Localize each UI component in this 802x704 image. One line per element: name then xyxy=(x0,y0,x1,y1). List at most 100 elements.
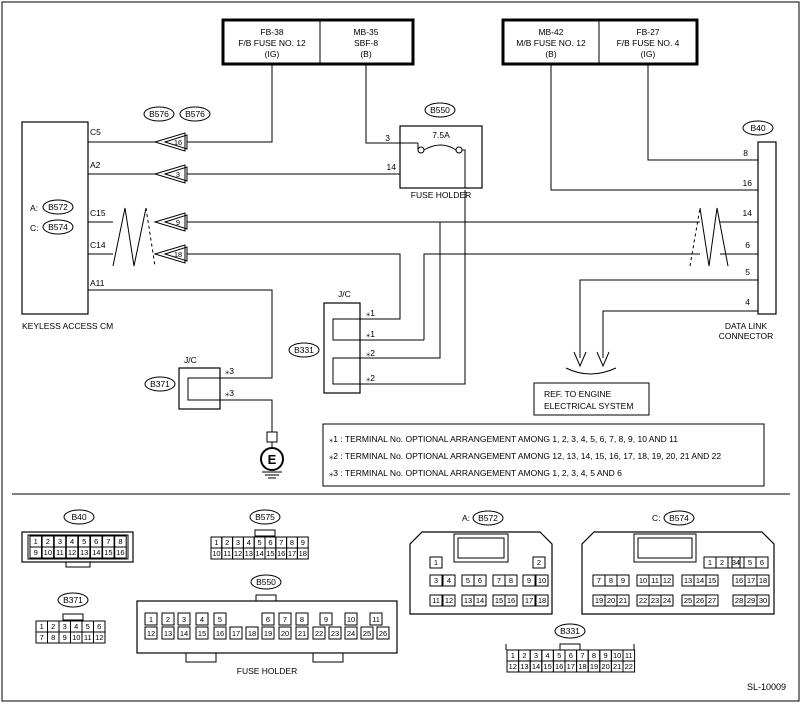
pin-c15: C15 xyxy=(90,208,106,218)
b550-cell xyxy=(295,626,309,640)
keyless-access-cm: KEYLESS ACCESS CM A: B572 C: B574 C5 A2 … xyxy=(21,121,113,331)
fuse-left-cell1-l1: FB-38 xyxy=(260,27,283,37)
b572-cell xyxy=(442,594,456,607)
fuse-box-right: MB-42 M/B FUSE NO. 12 (B) FB-27 F/B FUSE… xyxy=(501,18,699,66)
b331-pin-label: 7 xyxy=(580,651,584,660)
b371-pin-label: 8 xyxy=(51,633,55,642)
fuse-holder-tag: B550 xyxy=(430,105,450,115)
b575-pin-label: 11 xyxy=(223,549,231,558)
dlc-pin-5: 5 xyxy=(745,267,750,277)
b574-pin-label: 26 xyxy=(696,596,704,605)
b40-cell xyxy=(90,546,103,559)
b574-pin-label: 6 xyxy=(760,558,764,567)
b40-pin-label: 16 xyxy=(116,548,124,557)
b371-pin-label: 2 xyxy=(51,622,55,631)
b575-pin-label: 7 xyxy=(279,538,283,547)
ground-symbol: E xyxy=(260,431,284,479)
jc-low-label: J/C xyxy=(184,355,197,365)
b550-cell xyxy=(144,626,158,640)
b550-pin-label: 19 xyxy=(264,629,272,638)
b550-pin-label: 15 xyxy=(198,629,206,638)
b574-cell xyxy=(705,574,719,587)
jc-mid-tag: B331 xyxy=(294,345,314,355)
b331-pin-label: 11 xyxy=(625,651,633,660)
fuse-holder-label: FUSE HOLDER xyxy=(411,190,471,200)
b371-pin-label: 4 xyxy=(74,622,78,631)
b572-pin-label: 10 xyxy=(538,576,546,585)
b574-pin-label: 14 xyxy=(696,576,704,585)
b331-pin-label: 12 xyxy=(509,662,517,671)
dlc-pin-4: 4 xyxy=(745,297,750,307)
b40-pin-label: 9 xyxy=(34,548,38,557)
b574-pin-label: 10 xyxy=(639,576,647,585)
b371-pin-label: 7 xyxy=(40,633,44,642)
b550-cell xyxy=(312,626,326,640)
joint-connector-b331: J/C ⁎1 ⁎1 ⁎2 ⁎2 B331 xyxy=(288,289,375,394)
b572-cell xyxy=(522,574,536,587)
b574-pin-label: 3 xyxy=(732,558,736,567)
b550-pin-label: 16 xyxy=(216,629,224,638)
b574-pin-label: 17 xyxy=(747,576,755,585)
fuse-box-left: FB-38 F/B FUSE NO. 12 (IG) MB-35 SBF-8 (… xyxy=(221,18,415,66)
jc-mid-pin-1b: ⁎1 xyxy=(366,329,375,339)
b40-cell xyxy=(102,546,115,559)
b574-pin-label: 19 xyxy=(595,596,603,605)
b574-prefix: C: xyxy=(652,513,661,523)
note-2: ⁎2 : TERMINAL No. OPTIONAL ARRANGEMENT A… xyxy=(329,451,721,461)
b575-pin-label: 5 xyxy=(258,538,262,547)
dlc-label-2: CONNECTOR xyxy=(719,331,774,341)
b40-pin-label: 4 xyxy=(70,537,74,546)
fuse-left-cell2-l2: SBF-8 xyxy=(354,38,378,48)
note-1: ⁎1 : TERMINAL No. OPTIONAL ARRANGEMENT A… xyxy=(329,434,678,444)
b371-cell xyxy=(93,631,106,644)
b550-pin-label: 10 xyxy=(347,615,355,624)
b40-pin-label: 14 xyxy=(92,548,100,557)
b550-cell xyxy=(245,626,259,640)
b40-pin-label: 5 xyxy=(82,537,86,546)
fuse-right-cell2-l1: FB-27 xyxy=(636,27,659,37)
b550-pin-label: 20 xyxy=(281,629,289,638)
b40-pin-label: 3 xyxy=(58,537,62,546)
b331-pin-label: 13 xyxy=(520,662,528,671)
b550-cell xyxy=(261,612,275,626)
b371-pin-label: 3 xyxy=(63,622,67,631)
b574-cell xyxy=(756,594,770,607)
b550-view-tag: B550 xyxy=(256,577,276,587)
b574-cell xyxy=(616,574,630,587)
b574-pin-label: 13 xyxy=(684,576,692,585)
b550-cell xyxy=(161,612,175,626)
b550-cell xyxy=(278,612,292,626)
fuse-right-cell1-l1: MB-42 xyxy=(538,27,563,37)
conn-a-prefix: A: xyxy=(30,203,38,213)
b331-pin-label: 16 xyxy=(555,662,563,671)
joint-connector-b371: J/C ⁎3 ⁎3 B371 xyxy=(144,355,240,410)
b550-pin-label: 21 xyxy=(298,629,306,638)
jc-mid-pin-2b: ⁎2 xyxy=(366,373,375,383)
arrow-pin-18: 18 xyxy=(153,244,188,264)
pin-c14: C14 xyxy=(90,240,106,250)
fuse-left-cell2-l1: MB-35 xyxy=(353,27,378,37)
dlc-pin-6: 6 xyxy=(745,240,750,250)
b574-pin-label: 7 xyxy=(597,576,601,585)
b550-pin-label: 18 xyxy=(248,629,256,638)
conn-c-prefix: C: xyxy=(30,223,39,233)
b575-pin-label: 18 xyxy=(299,549,307,558)
b574-pin-label: 25 xyxy=(684,596,692,605)
b550-cell xyxy=(144,612,158,626)
b572-cell xyxy=(473,574,487,587)
b574-pin-label: 20 xyxy=(607,596,615,605)
b550-pin-label: 17 xyxy=(232,629,240,638)
b550-pin-label: 12 xyxy=(147,629,155,638)
b572-cell xyxy=(429,574,443,587)
b371-pin-label: 5 xyxy=(86,622,90,631)
b40-cell xyxy=(65,546,79,559)
data-link-connector: B40 8 16 14 6 5 4 DATA LINK CONNECTOR xyxy=(719,120,777,341)
b574-pin-label: 22 xyxy=(639,596,647,605)
b575-pin-label: 10 xyxy=(212,549,220,558)
b550-cell xyxy=(161,626,175,640)
b40-pin-label: 13 xyxy=(80,548,88,557)
fuse-left-cell1-l3: (IG) xyxy=(265,49,280,59)
arrow-pin-3: 3 xyxy=(153,164,188,184)
